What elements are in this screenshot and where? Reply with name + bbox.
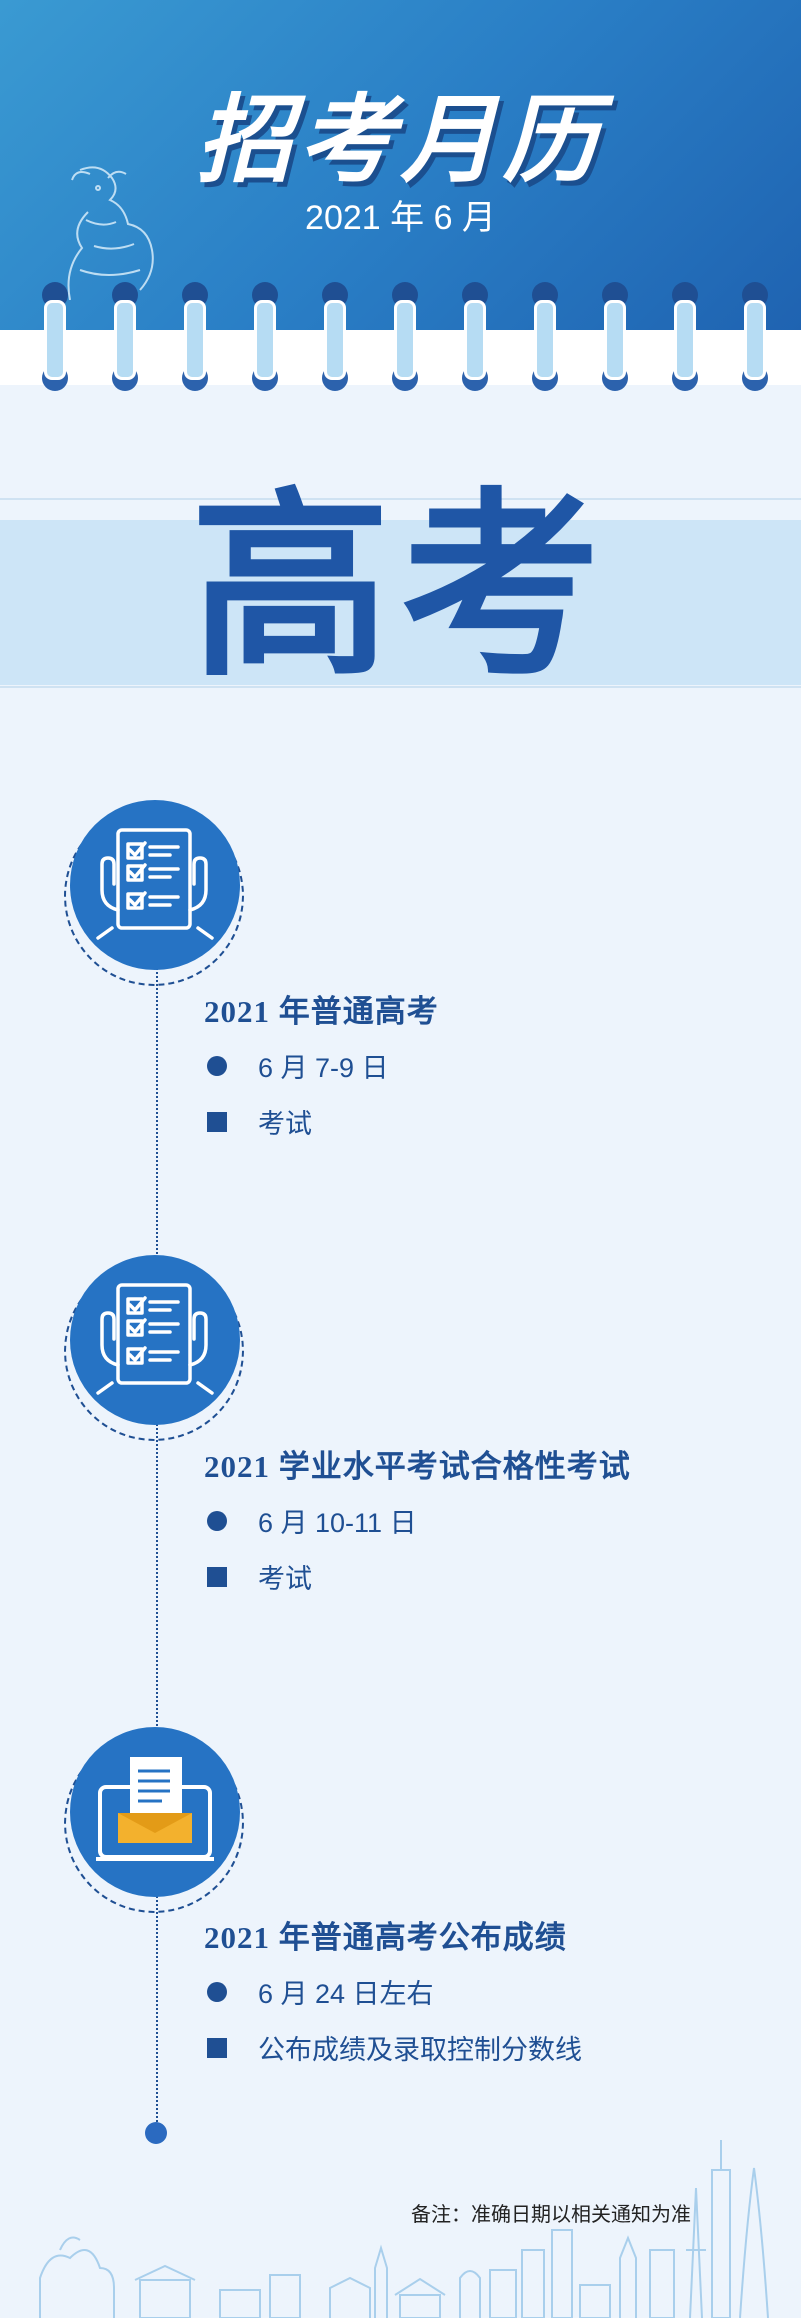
section-title: 高考: [190, 471, 611, 704]
event-icon-circle: [70, 1727, 240, 1897]
ram-statue-icon: [67, 166, 154, 300]
divider: [0, 498, 801, 500]
timeline-end-dot: [145, 2122, 167, 2144]
footnote: 备注：准确日期以相关通知为准: [411, 2204, 691, 2226]
page-subtitle: 2021 年 6 月: [305, 199, 496, 237]
event-title: 2021 年普通高考公布成绩: [204, 1920, 567, 1955]
ring: [394, 300, 416, 380]
event-type: 考试: [258, 1564, 312, 1594]
ring: [324, 300, 346, 380]
event-date: 6 月 10-11 日: [258, 1508, 417, 1538]
checklist-icon: [96, 1283, 214, 1395]
divider: [0, 686, 801, 688]
city-skyline-illustration: [39, 2140, 769, 2318]
ring: [464, 300, 486, 380]
ring: [114, 300, 136, 380]
ring: [254, 300, 276, 380]
section-title-band: [0, 520, 801, 685]
type-bullet: [207, 1567, 227, 1587]
page-title: 招考月历: [196, 84, 605, 196]
event-date: 6 月 7-9 日: [258, 1053, 389, 1083]
event-icon-circle: [70, 1255, 240, 1425]
envelope-document-icon: [96, 1757, 214, 1861]
header-banner: 招考月历 2021 年 6 月: [0, 0, 801, 330]
date-bullet: [207, 1511, 227, 1531]
event-date: 6 月 24 日左右: [258, 1979, 434, 2009]
checklist-icon: [96, 828, 214, 940]
ring: [604, 300, 626, 380]
timeline-line: [156, 960, 158, 2130]
ring: [184, 300, 206, 380]
event-icon-circle: [70, 800, 240, 970]
event-type: 公布成绩及录取控制分数线: [258, 2035, 582, 2065]
date-bullet: [207, 1982, 227, 2002]
ring: [44, 300, 66, 380]
event-title: 2021 年普通高考: [204, 994, 439, 1029]
event-title: 2021 学业水平考试合格性考试: [204, 1449, 631, 1484]
type-bullet: [207, 2038, 227, 2058]
ring: [674, 300, 696, 380]
event-type: 考试: [258, 1109, 312, 1139]
ring: [744, 300, 766, 380]
date-bullet: [207, 1056, 227, 1076]
type-bullet: [207, 1112, 227, 1132]
ring: [534, 300, 556, 380]
